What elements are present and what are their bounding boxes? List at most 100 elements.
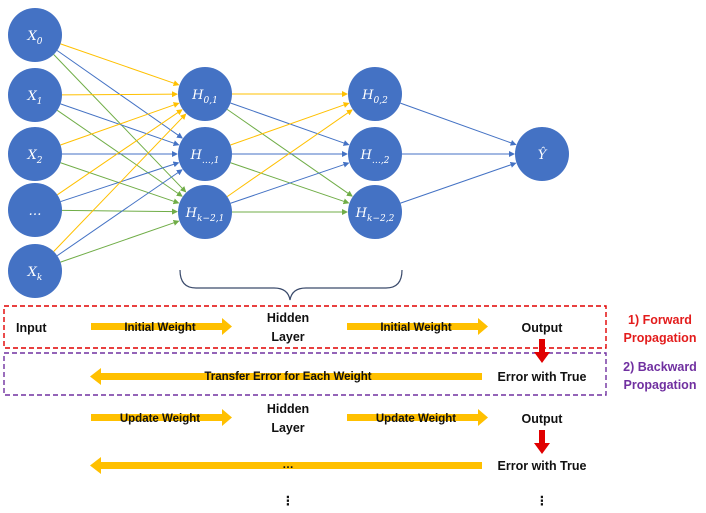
hidden2-node-2-label: Hk−2,2 <box>355 206 395 224</box>
hidden1-node-2-circle <box>178 185 232 239</box>
hidden1-node-0-label: H0,1 <box>191 88 218 106</box>
hidden2-node-2-circle <box>348 185 402 239</box>
hidden1-node-0-circle <box>178 67 232 121</box>
hidden2-node-1-label-sub: …,2 <box>372 156 390 166</box>
edge-input-3-h1-0 <box>57 109 183 196</box>
hidden2-node-0-circle <box>348 67 402 121</box>
input-node-1-label-base: X <box>27 89 38 104</box>
hidden1-node-2-label-sub: k−2,1 <box>197 214 224 224</box>
update-hidden-label-line1: Hidden <box>267 402 309 416</box>
initial-weight-label-2: Initial Weight <box>380 322 452 334</box>
input-node-2-label: X2 <box>27 148 43 166</box>
hidden1-node-1-circle <box>178 127 232 181</box>
backward-error-label: Error with True <box>498 370 587 384</box>
hidden2-node-1: H…,2 <box>348 127 402 181</box>
update-weight-arrow-1 <box>91 409 232 426</box>
hidden1-node-0-label-sub: 0,1 <box>204 96 218 106</box>
hidden1-node-1-label-base: H <box>190 148 203 163</box>
update-output-label: Output <box>522 412 564 426</box>
forward-propagation-box <box>3 305 607 349</box>
hidden1-node-0-label-base: H <box>191 88 204 103</box>
forward-hidden-label-line1: Hidden <box>267 311 309 325</box>
hidden2-node-2-label-sub: k−2,2 <box>367 214 395 224</box>
forward-propagation-label-line1: 1) Forward <box>628 313 692 327</box>
continuation-dots-output: ⋮ <box>536 494 549 508</box>
input-node-3-circle <box>8 183 62 237</box>
edge-input-0-h1-2 <box>53 54 187 193</box>
input-node-4-label-base: X <box>27 265 38 280</box>
hidden2-node-1-label: H…,2 <box>360 148 390 166</box>
hidden2-node-2: Hk−2,2 <box>348 185 402 239</box>
edge-input-4-h1-2 <box>60 219 180 263</box>
update-hidden-label-line2: Layer <box>271 421 304 435</box>
forward-output-label: Output <box>522 321 564 335</box>
update-weight-label-2: Update Weight <box>376 413 456 425</box>
final-error-label: Error with True <box>498 459 587 473</box>
hidden1-node-2-label-base: H <box>185 206 198 221</box>
edge-input-3-h1-2 <box>61 208 179 215</box>
input-node-2-label-sub: 2 <box>36 156 43 166</box>
input-node-3: … <box>8 183 62 237</box>
edge-input-1-h1-0 <box>61 91 179 98</box>
hidden1-node-2: Hk−2,1 <box>178 185 232 239</box>
initial-weight-arrow-2 <box>347 318 488 335</box>
transfer-error-label: Transfer Error for Each Weight <box>204 371 371 383</box>
forward-hidden-label-line2: Layer <box>271 330 304 344</box>
update-weight-arrow-2 <box>347 409 488 426</box>
backward-propagation-label-line1: 2) Backward <box>623 360 697 374</box>
output-node: Ŷ <box>515 127 569 181</box>
down-arrow-1 <box>534 339 550 363</box>
hidden1-node-0: H0,1 <box>178 67 232 121</box>
input-node-0: X0 <box>8 8 62 62</box>
forward-input-label: Input <box>16 321 47 335</box>
output-node-label: Ŷ <box>538 147 548 163</box>
edge-h2-0-output <box>400 102 517 146</box>
hidden1-node-1-label-sub: …,1 <box>202 156 220 166</box>
input-node-4-label-sub: k <box>37 273 42 283</box>
hidden-layer-brace <box>179 269 403 301</box>
input-node-4-label: Xk <box>27 265 43 283</box>
input-node-1: X1 <box>8 68 62 122</box>
hidden1-node-2-label: Hk−2,1 <box>185 206 225 224</box>
input-node-4: Xk <box>8 244 62 298</box>
input-node-2-circle <box>8 127 62 181</box>
transfer-error-arrow <box>90 368 482 385</box>
down-arrow-2 <box>534 430 550 454</box>
hidden2-node-0-label: H0,2 <box>361 88 388 106</box>
input-node-4-circle <box>8 244 62 298</box>
input-node-0-label-sub: 0 <box>37 37 43 47</box>
output-node-label-base: Ŷ <box>538 147 548 163</box>
input-node-0-label: X0 <box>27 29 43 47</box>
network-edges <box>53 43 517 263</box>
input-node-2: X2 <box>8 127 62 181</box>
initial-weight-label-1: Initial Weight <box>124 322 196 334</box>
input-node-0-circle <box>8 8 62 62</box>
hidden2-node-0-label-base: H <box>361 88 374 103</box>
input-node-1-label: X1 <box>27 89 43 107</box>
edge-input-1-h1-2 <box>56 109 183 197</box>
hidden2-node-1-circle <box>348 127 402 181</box>
input-node-1-label-sub: 1 <box>37 97 43 107</box>
edge-input-0-h1-0 <box>60 43 180 87</box>
edge-h1-2-h2-1 <box>230 161 350 204</box>
continuation-dots-hidden: ⋮ <box>282 494 295 508</box>
edge-input-4-h1-0 <box>53 113 187 252</box>
forward-propagation-label-line2: Propagation <box>624 331 697 345</box>
input-node-2-label-base: X <box>27 148 38 163</box>
input-node-3-label-base: … <box>29 204 42 219</box>
hidden1-node-1-label: H…,1 <box>190 148 220 166</box>
hidden2-node-1-label-base: H <box>360 148 373 163</box>
edge-h2-2-output <box>400 161 517 204</box>
output-node-circle <box>515 127 569 181</box>
input-node-1-circle <box>8 68 62 122</box>
hidden2-node-2-label-base: H <box>355 206 368 221</box>
input-node-0-label-base: X <box>27 29 38 44</box>
edge-h1-2-h2-0 <box>226 109 353 198</box>
hidden1-node-1: H…,1 <box>178 127 232 181</box>
edge-input-3-h1-1 <box>60 161 180 203</box>
final-error-arrow <box>90 457 482 474</box>
final-ellipsis: … <box>282 459 294 471</box>
input-node-3-label: … <box>29 204 42 219</box>
